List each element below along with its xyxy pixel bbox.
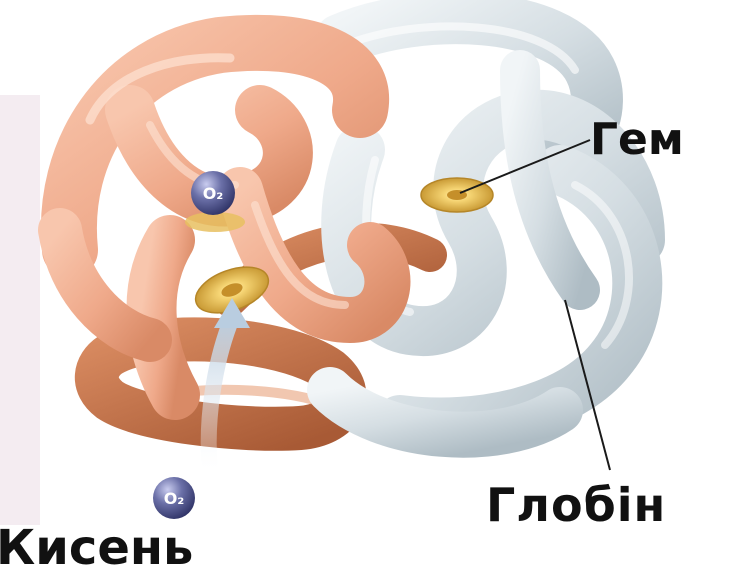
side-panel [0,95,40,525]
oxygen-label: Кисень [0,524,193,572]
oxygen-molecule-bound: O₂ [191,171,235,215]
heme-label: Гем [590,118,684,162]
oxygen-symbol-free: O₂ [164,489,185,508]
oxygen-symbol-bound: O₂ [203,184,224,203]
heme-disc-top [185,212,245,232]
globin-label: Глобін [486,482,666,528]
oxygen-molecule-free: O₂ [153,477,195,519]
